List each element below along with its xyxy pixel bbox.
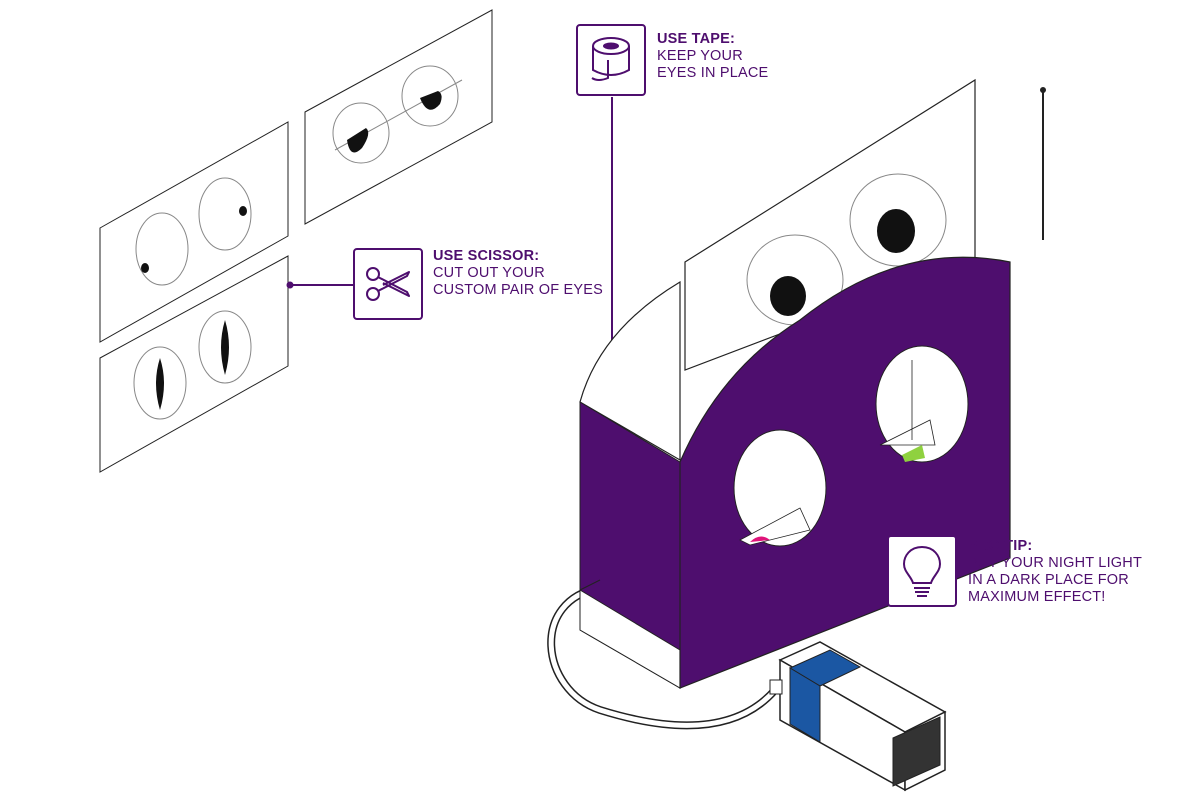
pro-tip-callout-title: PRO TIP:	[968, 538, 1033, 554]
tape-callout-line-2: EYES IN PLACE	[657, 65, 769, 81]
scissor-callout-line-2: CUSTOM PAIR OF EYES	[433, 282, 604, 298]
scissor-icon-box	[353, 248, 423, 320]
battery	[769, 641, 947, 792]
night-light-box	[547, 78, 1011, 730]
scissor-callout-line-1: CUT OUT YOUR	[433, 265, 545, 281]
pro-tip-callout: PRO TIP: PUT YOUR NIGHT LIGHT IN A DARK …	[968, 538, 1142, 606]
tape-icon-box	[576, 24, 646, 96]
lightbulb-icon-box	[887, 535, 957, 607]
tape-callout-title: USE TAPE:	[657, 31, 736, 47]
pro-tip-callout-line-2: IN A DARK PLACE FOR	[968, 572, 1129, 588]
pro-tip-callout-line-3: MAXIMUM EFFECT!	[968, 589, 1106, 605]
height-indicator	[1040, 87, 1046, 240]
tape-callout-line-1: KEEP YOUR	[657, 48, 743, 64]
tape-roll-icon	[591, 37, 630, 81]
tape-callout: USE TAPE: KEEP YOUR EYES IN PLACE	[657, 31, 768, 82]
scissors-icon	[366, 267, 410, 301]
scissor-connector	[286, 281, 353, 289]
lightbulb-icon	[902, 545, 942, 597]
eye-card-middle-left	[99, 121, 289, 343]
eye-card-top-right	[304, 9, 493, 225]
scissor-callout: USE SCISSOR: CUT OUT YOUR CUSTOM PAIR OF…	[433, 248, 603, 299]
scissor-callout-title: USE SCISSOR:	[433, 248, 540, 264]
eye-card-bottom-left	[99, 255, 289, 473]
pro-tip-callout-line-1: PUT YOUR NIGHT LIGHT	[968, 555, 1142, 571]
